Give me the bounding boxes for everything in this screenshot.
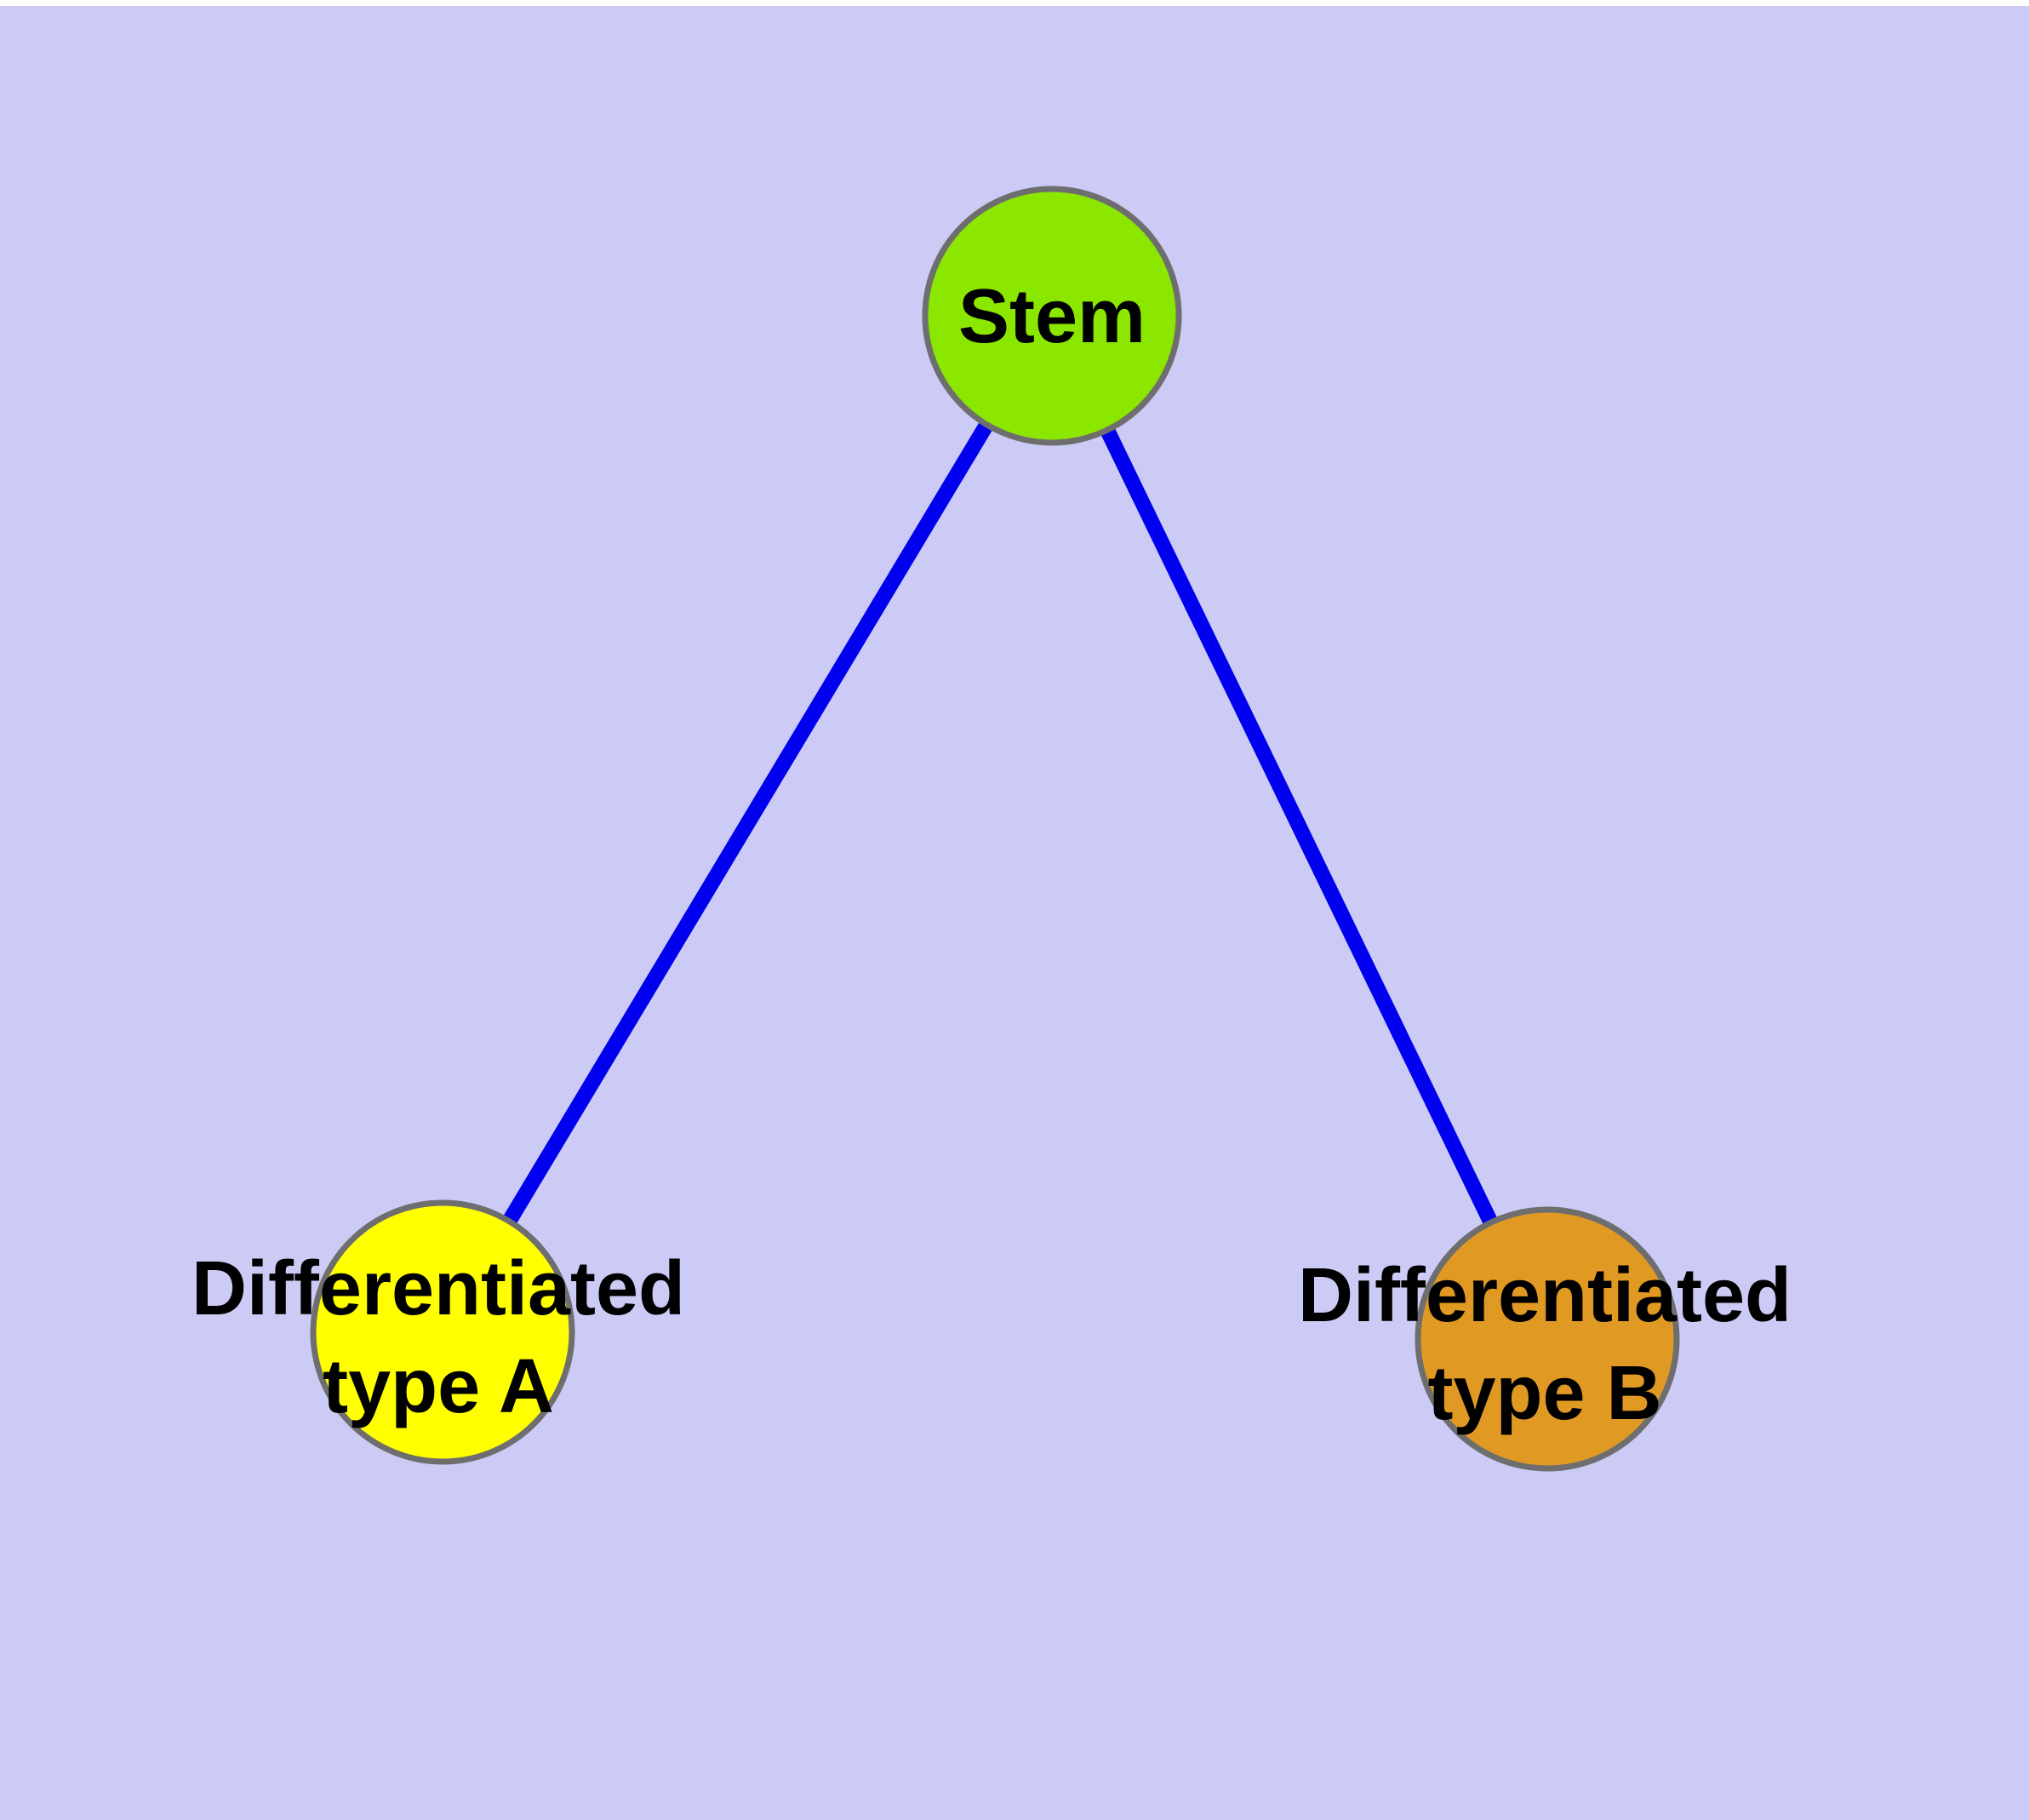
node-type-a-circle xyxy=(310,1199,575,1465)
node-type-a-label-line2: type A xyxy=(323,1344,554,1429)
node-stem-circle xyxy=(922,186,1182,446)
node-type-b: Differentiated type B xyxy=(1298,1206,1792,1472)
node-stem: Stem xyxy=(922,186,1182,446)
edge-stem-to-type-a xyxy=(436,312,1059,1336)
node-type-a: Differentiated type A xyxy=(191,1199,685,1465)
node-type-b-label-line2: type B xyxy=(1427,1351,1661,1436)
edge-stem-to-type-b xyxy=(1044,312,1555,1342)
node-type-b-label-line1: Differentiated xyxy=(1298,1253,1792,1338)
node-type-a-label-line1: Differentiated xyxy=(191,1246,685,1331)
node-type-b-circle xyxy=(1415,1206,1680,1472)
node-stem-label: Stem xyxy=(958,274,1146,359)
